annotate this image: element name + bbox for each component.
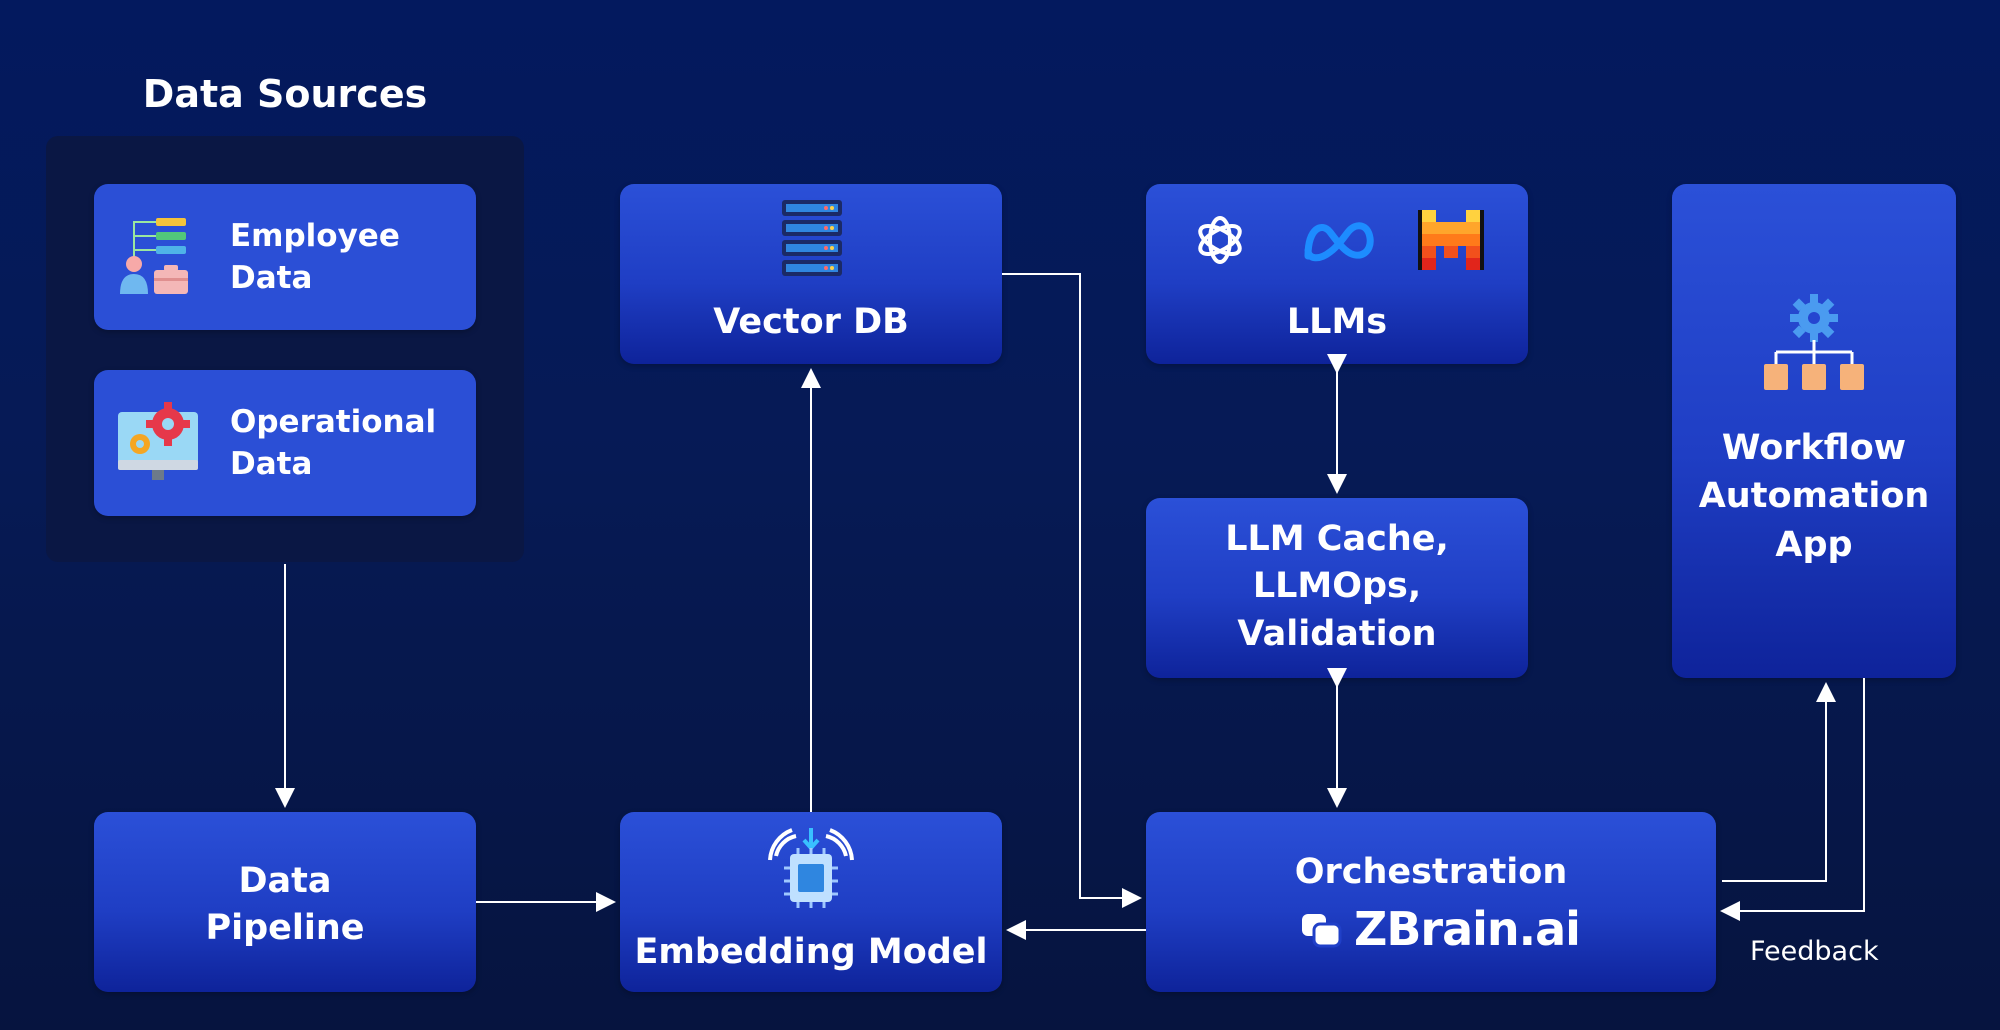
database-server-icon [782,200,842,276]
workflow-app-line1: Workflow [1721,428,1907,468]
data-pipeline-line1: Data [238,861,332,901]
embedding-model-node[interactable]: Embedding Model [620,812,1002,992]
llms-node[interactable]: LLMs [1146,184,1528,364]
employee-data-label-line2: Data [230,259,313,296]
employee-data-node[interactable]: Employee Data [94,184,476,330]
operational-data-label-line2: Data [230,445,313,482]
feedback-label: Feedback [1750,936,1879,967]
workflow-app-line3: App [1775,524,1853,565]
orchestration-node[interactable]: Orchestration ZBrain.ai [1146,812,1716,992]
operational-data-node[interactable]: Operational Data [94,370,476,516]
edge-workflow-feedback [1720,678,1865,921]
edge-orchestration-to-workflow [1722,682,1836,882]
operations-monitor-icon [118,402,198,480]
edge-vectordb-to-orchestration [1002,273,1142,908]
zbrain-brand-text: ZBrain.ai [1354,902,1581,956]
meta-icon [1304,222,1374,262]
data-pipeline-line2: Pipeline [205,908,365,949]
workflow-app-line2: Automation [1698,476,1930,517]
employee-data-icon [120,218,188,294]
vector-db-label: Vector DB [713,302,909,342]
openai-icon [1198,216,1242,264]
employee-data-label-line1: Employee [230,218,400,254]
llm-cache-node[interactable]: LLM Cache, LLMOps, Validation [1146,498,1528,678]
data-pipeline-node[interactable]: Data Pipeline [94,812,476,992]
data-sources-title: Data Sources [142,72,428,116]
vector-db-node[interactable]: Vector DB [620,184,1002,364]
chip-icon [768,828,854,908]
llms-label: LLMs [1286,302,1388,342]
embedding-model-label: Embedding Model [634,932,988,972]
operational-data-label-line1: Operational [230,404,437,440]
llm-cache-line2: LLMOps, [1252,566,1422,607]
orchestration-label: Orchestration [1294,852,1568,892]
mistral-icon [1418,210,1484,270]
llm-cache-line3: Validation [1237,613,1437,654]
llm-cache-line1: LLM Cache, [1225,519,1449,559]
workflow-app-node[interactable]: Workflow Automation App [1672,184,1956,678]
workflow-gear-icon [1764,294,1864,390]
zbrain-logo-icon [1302,914,1342,948]
